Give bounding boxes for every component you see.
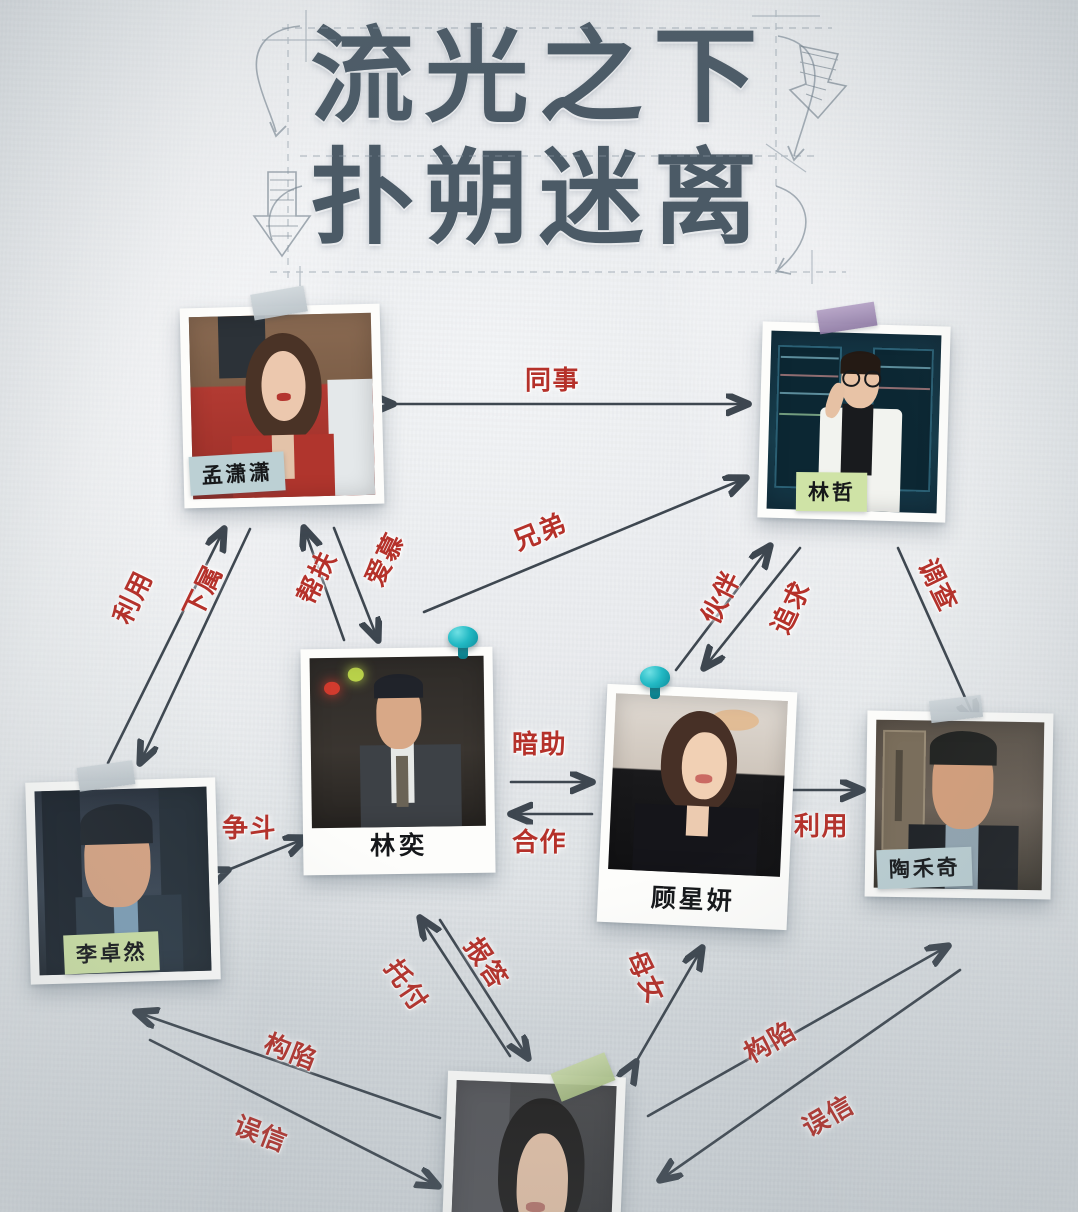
character-card-gu-xingyan[interactable]: 顾星妍 — [596, 683, 798, 931]
line-struggle — [228, 838, 306, 870]
character-card-tao-heqi[interactable]: 陶禾奇 — [864, 710, 1054, 900]
nametag-lin-yi: 林奕 — [369, 830, 429, 861]
character-photo-lin-yi — [309, 655, 486, 829]
nametag-gu-xingyan: 顾星妍 — [650, 883, 736, 916]
line-entrust — [420, 918, 512, 1058]
line-frame-right — [646, 946, 948, 1118]
character-photo-mother — [449, 1079, 617, 1212]
poster-title-line-1: 流光之下 — [310, 15, 768, 137]
relation-label-cooperate: 合作 — [512, 828, 568, 858]
character-card-meng-xiaoxiao[interactable]: 孟潇潇 — [179, 303, 385, 509]
line-brothers — [422, 478, 746, 614]
title-sketch-decor — [252, 10, 848, 286]
line-mother-daughter — [636, 948, 702, 1062]
line-frame-left — [136, 1012, 442, 1120]
line-admire — [332, 526, 378, 640]
nametag-lin-zhe: 林哲 — [795, 472, 868, 512]
poster-title-line-2: 扑朔迷离 — [310, 137, 768, 259]
poster-title-block: 流光之下 扑朔迷离 — [0, 4, 1078, 286]
line-subordinate — [140, 527, 252, 763]
character-photo-gu-xingyan — [608, 693, 788, 877]
line-courtship — [704, 546, 802, 668]
line-exploit-left — [106, 529, 224, 765]
relation-label-secret-help: 暗助 — [512, 730, 568, 760]
pushpin-gu-xingyan — [640, 666, 670, 699]
character-card-lin-zhe[interactable]: 林哲 — [757, 321, 951, 523]
relation-label-colleagues: 同事 — [525, 366, 581, 396]
line-misbelieve-left — [148, 1038, 438, 1186]
pushpin-lin-yi — [448, 626, 478, 659]
nametag-tao-heqi: 陶禾奇 — [876, 846, 973, 890]
nametag-li-zhuoran: 李卓然 — [63, 931, 161, 975]
character-card-li-zhuoran[interactable]: 李卓然 — [25, 777, 221, 985]
nametag-meng-xiaoxiao: 孟潇潇 — [188, 451, 286, 496]
character-card-mother[interactable] — [440, 1070, 626, 1212]
line-investigate — [896, 546, 976, 722]
line-repay — [438, 918, 528, 1058]
line-partners — [674, 546, 770, 672]
line-misbelieve-right — [660, 968, 962, 1180]
relation-label-exploit-right: 利用 — [794, 812, 850, 842]
character-card-lin-yi[interactable]: 林奕 — [300, 646, 496, 876]
line-support — [304, 528, 346, 642]
relation-label-struggle: 争斗 — [222, 814, 278, 844]
